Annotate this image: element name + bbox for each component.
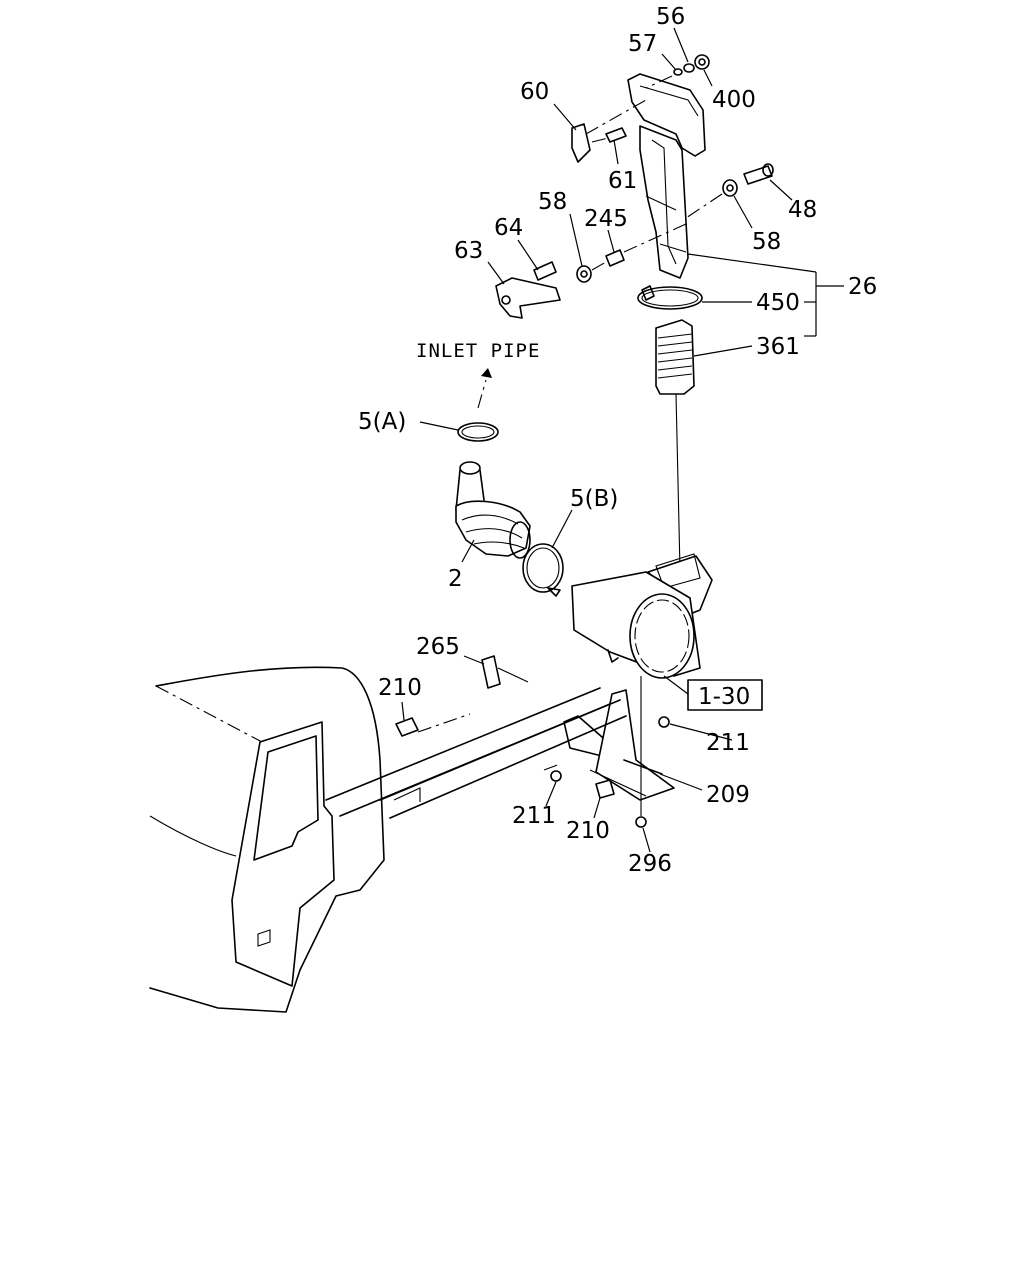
label-64: 64 bbox=[494, 215, 523, 241]
label-211-right: 211 bbox=[706, 730, 750, 756]
air-cleaner-housing bbox=[571, 553, 713, 679]
callout-labels: 56 57 400 60 61 48 58 58 245 64 63 26 45… bbox=[358, 4, 877, 877]
label-26: 26 bbox=[848, 274, 877, 300]
nut-211-right bbox=[658, 716, 670, 728]
washer-58-left bbox=[576, 261, 607, 283]
nut-296 bbox=[635, 676, 647, 828]
label-58-left: 58 bbox=[538, 189, 567, 215]
bolt-61 bbox=[591, 127, 627, 143]
truck-cab bbox=[149, 666, 385, 1013]
bolt-64 bbox=[533, 261, 557, 281]
frame-rail bbox=[325, 687, 627, 819]
bracket-60 bbox=[571, 99, 647, 163]
label-inlet-pipe: INLET PIPE bbox=[416, 340, 540, 362]
label-400: 400 bbox=[712, 87, 756, 113]
label-211-left: 211 bbox=[512, 803, 556, 829]
clamp-5a bbox=[457, 422, 499, 442]
label-5a: 5(A) bbox=[358, 409, 406, 435]
label-209: 209 bbox=[706, 782, 750, 808]
bracket-209 bbox=[563, 689, 675, 801]
label-63: 63 bbox=[454, 238, 483, 264]
ref-box-1-30 bbox=[687, 679, 763, 711]
filter-361 bbox=[655, 319, 695, 395]
duct-cover-assembly bbox=[627, 73, 706, 279]
label-2: 2 bbox=[448, 566, 463, 592]
bolt-210-lower bbox=[595, 779, 615, 799]
label-210-upper: 210 bbox=[378, 675, 422, 701]
label-245: 245 bbox=[584, 206, 628, 232]
label-265: 265 bbox=[416, 634, 460, 660]
bolt-400 bbox=[645, 54, 710, 89]
label-57: 57 bbox=[628, 31, 657, 57]
label-60: 60 bbox=[520, 79, 549, 105]
label-450: 450 bbox=[756, 290, 800, 316]
label-1-30: 1-30 bbox=[698, 684, 750, 710]
label-5b: 5(B) bbox=[570, 486, 618, 512]
label-48: 48 bbox=[788, 197, 817, 223]
bracket-63 bbox=[495, 277, 561, 319]
label-296: 296 bbox=[628, 851, 672, 877]
bolt-210-upper bbox=[395, 713, 471, 737]
clip-265 bbox=[481, 655, 529, 689]
hose-2 bbox=[455, 461, 531, 559]
bolt-48 bbox=[743, 163, 774, 185]
label-361: 361 bbox=[756, 334, 800, 360]
washer-58-right bbox=[685, 179, 738, 219]
clamp-450 bbox=[637, 285, 703, 310]
label-58-right: 58 bbox=[752, 229, 781, 255]
leader-lines bbox=[401, 27, 844, 853]
nut-211-left bbox=[543, 763, 562, 782]
spacer-245 bbox=[605, 223, 687, 267]
label-210-lower: 210 bbox=[566, 818, 610, 844]
label-61: 61 bbox=[608, 168, 637, 194]
label-56: 56 bbox=[656, 4, 685, 30]
inlet-pipe-arrow bbox=[477, 368, 492, 409]
clamp-5b bbox=[522, 543, 564, 597]
